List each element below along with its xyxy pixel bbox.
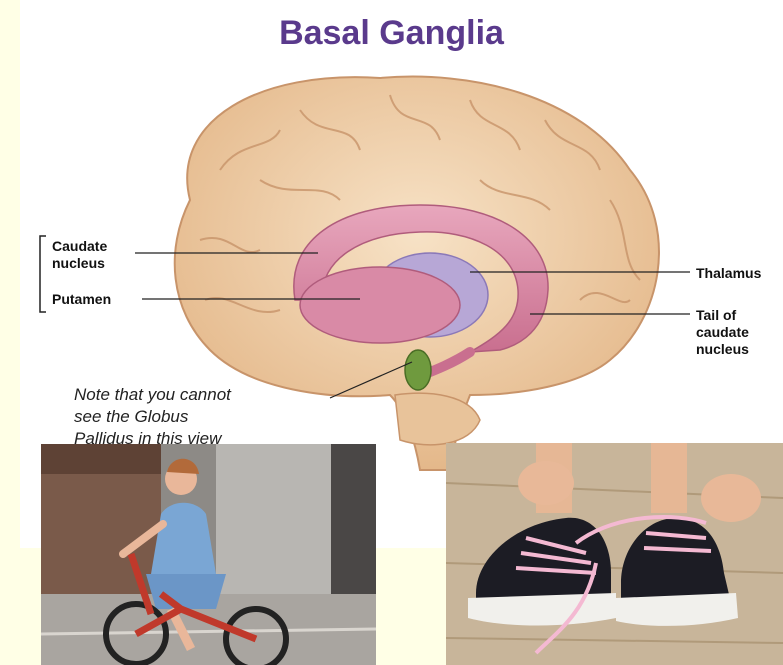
bicycle-photo: [41, 444, 376, 665]
green-nucleus: [405, 350, 431, 390]
thalamus-label: Thalamus: [696, 265, 761, 282]
putamen-label: Putamen: [52, 291, 111, 308]
note-line: see the Globus: [74, 406, 304, 428]
label-line: Tail of: [696, 307, 749, 324]
label-line: nucleus: [52, 255, 107, 272]
note-text: Note that you cannot see the Globus Pall…: [74, 384, 304, 450]
tail-of-caudate-label: Tail of caudate nucleus: [696, 307, 749, 358]
sneakers-photo: [446, 443, 783, 665]
note-line: Note that you cannot: [74, 384, 304, 406]
label-bracket: [40, 236, 46, 312]
putamen: [300, 267, 460, 343]
label-line: nucleus: [696, 341, 749, 358]
label-line: caudate: [696, 324, 749, 341]
label-line: Caudate: [52, 238, 107, 255]
caudate-nucleus-label: Caudate nucleus: [52, 238, 107, 272]
